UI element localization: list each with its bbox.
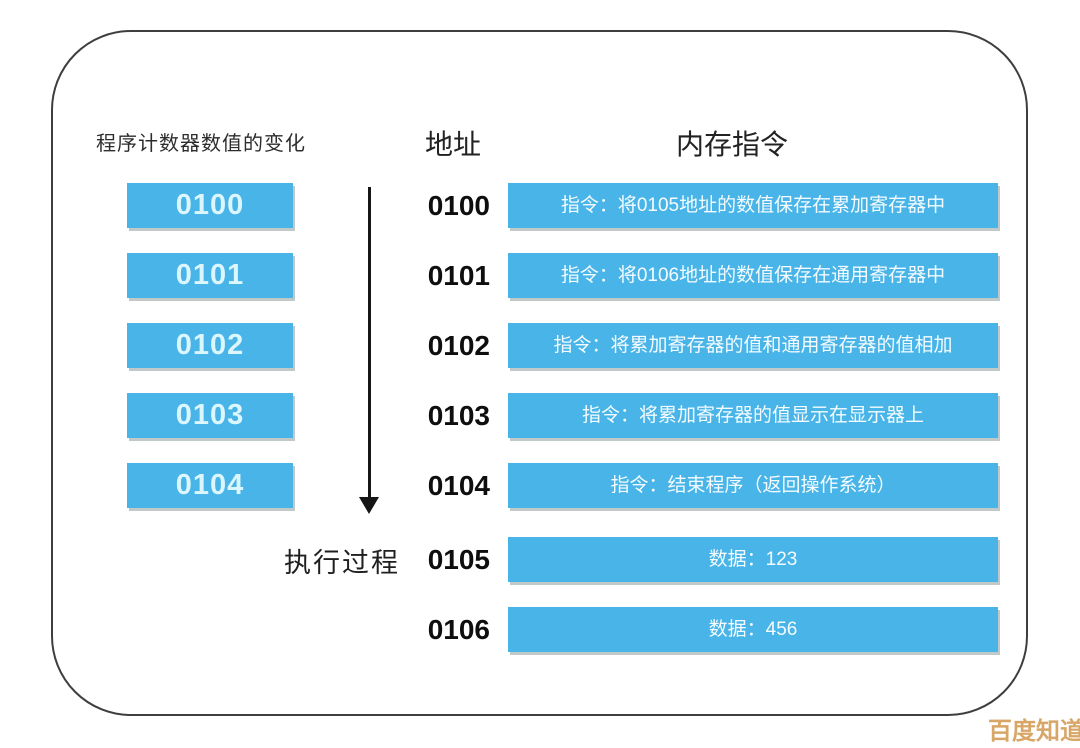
pc-value-box-0103: 0103	[127, 393, 293, 438]
memory-instruction-box: 指令：将累加寄存器的值显示在显示器上	[508, 393, 998, 438]
pc-value-box-0100: 0100	[127, 183, 293, 228]
execution-process-label: 执行过程	[284, 548, 400, 578]
program-counter-title: 程序计数器数值的变化	[96, 133, 306, 155]
address-label: 0104	[427, 470, 490, 501]
address-label: 0103	[427, 400, 490, 431]
address-label: 0101	[427, 260, 490, 291]
pc-value-box-0101: 0101	[127, 253, 293, 298]
memory-instruction-box: 指令：将累加寄存器的值和通用寄存器的值相加	[508, 323, 998, 368]
memory-instruction-box: 指令：将0105地址的数值保存在累加寄存器中	[508, 183, 998, 228]
watermark-baidu-zhidao: 百度知道	[988, 718, 1080, 745]
memory-data-box: 数据：123	[508, 537, 998, 582]
memory-instruction-box: 指令：将0106地址的数值保存在通用寄存器中	[508, 253, 998, 298]
memory-instruction-box: 指令：结束程序（返回操作系统）	[508, 463, 998, 508]
memory-data-box: 数据：456	[508, 607, 998, 652]
pc-value-box-0104: 0104	[127, 463, 293, 508]
rounded-border-frame	[51, 30, 1028, 716]
pc-value-box-0102: 0102	[127, 323, 293, 368]
address-label: 0106	[427, 614, 490, 645]
memory-instruction-column-header: 内存指令	[676, 129, 789, 160]
address-label: 0102	[427, 330, 490, 361]
address-column-header: 地址	[425, 129, 482, 160]
address-label: 0105	[427, 544, 490, 575]
execution-arrow-line	[368, 187, 371, 499]
address-label: 0100	[427, 190, 490, 221]
execution-arrow-head-icon	[359, 497, 379, 514]
